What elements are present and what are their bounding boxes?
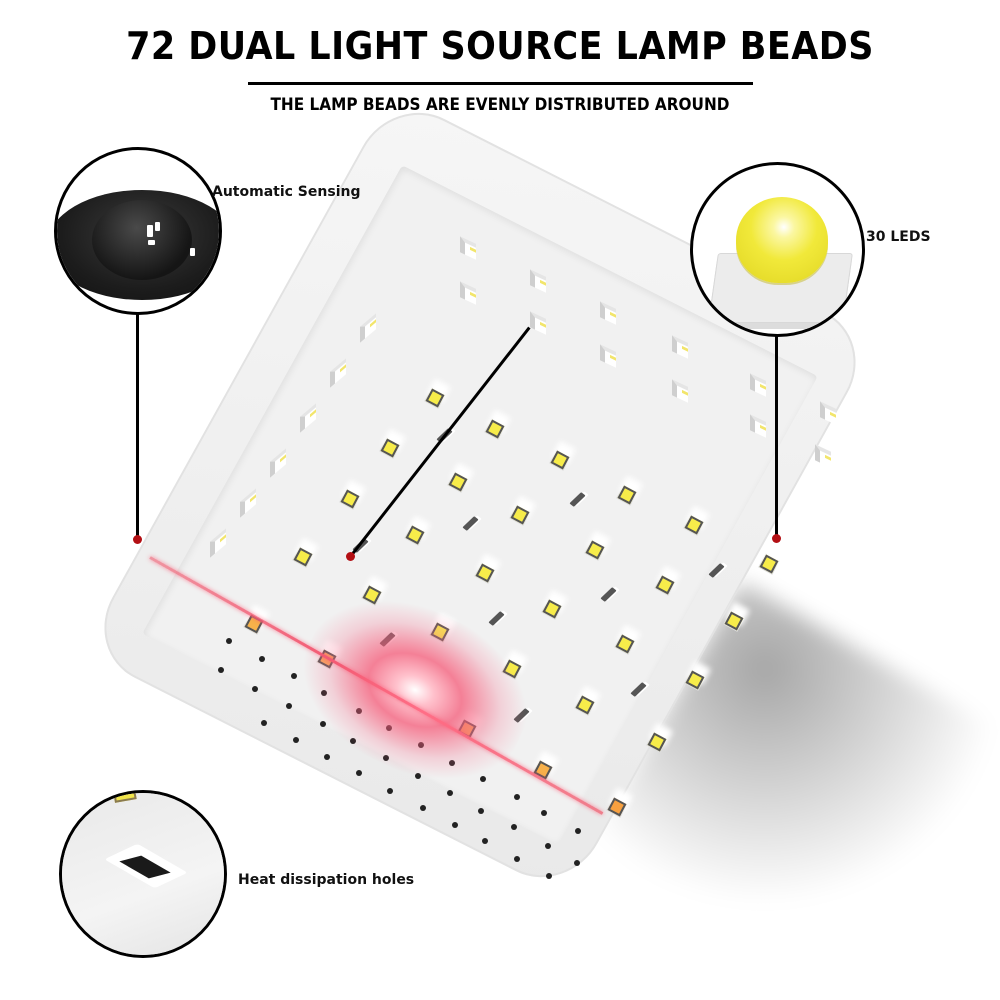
wall-led-icon bbox=[815, 444, 831, 468]
sensor-marker-dot bbox=[133, 535, 142, 544]
headline: 72 DUAL LIGHT SOURCE LAMP BEADS bbox=[126, 24, 874, 68]
led-marker-dot bbox=[772, 534, 781, 543]
heat-label: Heat dissipation holes bbox=[238, 872, 415, 888]
sub-headline: THE LAMP BEADS ARE EVENLY DISTRIBUTED AR… bbox=[270, 95, 730, 115]
sensor-label: Automatic Sensing bbox=[212, 184, 361, 200]
headline-divider bbox=[248, 82, 753, 85]
led-callout-circle bbox=[690, 162, 865, 337]
heat-marker-dot bbox=[346, 552, 355, 561]
led-leader-line bbox=[775, 336, 778, 538]
sensor-leader-line bbox=[136, 314, 139, 539]
led-label: 30 LEDS bbox=[866, 229, 931, 245]
heat-callout-circle bbox=[59, 790, 227, 958]
sensor-callout-circle bbox=[54, 147, 222, 315]
